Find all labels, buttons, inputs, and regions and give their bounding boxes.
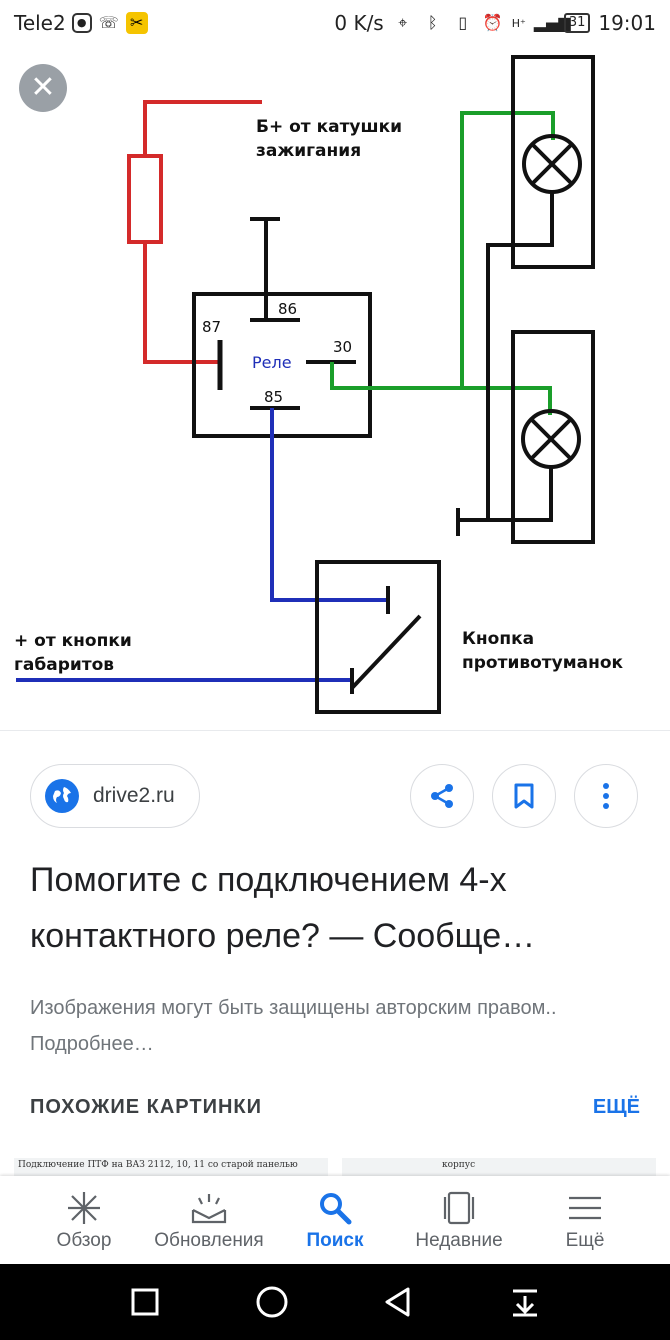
lamp-top bbox=[486, 134, 582, 520]
green-wire bbox=[330, 111, 555, 415]
network-type: H⁺ bbox=[511, 16, 526, 30]
globe-icon bbox=[45, 779, 79, 813]
status-bar: Tele2 ● ☏ ✂ 0 K/s ⌖ ᛒ ▯ ⏰ H⁺ ▂▄▆ 31 19:0… bbox=[0, 0, 670, 46]
menu-icon bbox=[567, 1188, 603, 1228]
search-icon bbox=[317, 1188, 353, 1228]
viber-icon: ☏ bbox=[98, 13, 119, 32]
share-icon bbox=[431, 784, 453, 808]
parking-label-line2: габаритов bbox=[14, 655, 114, 675]
bottom-navigation: Обзор Обновления Поиск Недавние bbox=[0, 1176, 670, 1264]
vibrate-icon: ▯ bbox=[458, 13, 468, 32]
lamp-housing-top bbox=[511, 55, 595, 269]
discover-icon bbox=[66, 1188, 102, 1228]
pin-86-label: 86 bbox=[278, 300, 297, 318]
nav-recent[interactable]: Недавние bbox=[404, 1176, 514, 1264]
alarm-icon: ⏰ bbox=[482, 13, 503, 32]
similar-thumbnail-1[interactable]: Подключение ПТФ на ВАЗ 2112, 10, 11 со с… bbox=[14, 1158, 328, 1178]
nav-more-label: Ещё bbox=[565, 1230, 605, 1251]
more-similar-link[interactable]: ЕЩЁ bbox=[592, 1096, 640, 1118]
nav-discover-label: Обзор bbox=[56, 1230, 112, 1251]
source-domain: drive2.ru bbox=[93, 784, 175, 807]
updates-icon bbox=[189, 1188, 229, 1228]
similar-images-heading: ПОХОЖИЕ КАРТИНКИ bbox=[30, 1096, 262, 1118]
home-button[interactable] bbox=[252, 1282, 292, 1322]
carrier-label: Tele2 bbox=[14, 11, 66, 35]
nav-updates-label: Обновления bbox=[154, 1230, 264, 1251]
notification-pull-button[interactable] bbox=[505, 1282, 545, 1322]
copyright-notice[interactable]: Изображения могут быть защищены авторски… bbox=[30, 997, 557, 1055]
more-options-button[interactable] bbox=[574, 764, 638, 828]
nav-search-label: Поиск bbox=[306, 1230, 364, 1251]
fog-label-line2: противотуманок bbox=[462, 653, 624, 673]
pin-85-label: 85 bbox=[264, 388, 283, 406]
net-speed: 0 K/s bbox=[334, 11, 384, 35]
square-icon bbox=[131, 1288, 159, 1316]
relay-box bbox=[192, 292, 372, 438]
switch-box bbox=[315, 560, 441, 714]
nav-updates[interactable]: Обновления bbox=[144, 1176, 274, 1264]
system-navigation-bar bbox=[0, 1264, 670, 1340]
result-image[interactable]: Б+ от катушки зажигания + от кнопки габа… bbox=[0, 46, 670, 730]
result-title[interactable]: Помогите с подключением 4-х контактного … bbox=[30, 861, 536, 955]
similar-thumbnail-2[interactable]: корпус bbox=[342, 1158, 656, 1178]
ignition-label-line2: зажигания bbox=[256, 141, 361, 161]
ignition-label-line1: Б+ от катушки bbox=[256, 117, 402, 137]
notification-icon: ● bbox=[71, 13, 92, 33]
back-button[interactable] bbox=[378, 1282, 418, 1322]
source-link[interactable]: drive2.ru bbox=[30, 764, 200, 828]
thumbnail-2-caption: корпус bbox=[442, 1160, 476, 1170]
fog-label-line1: Кнопка bbox=[462, 629, 534, 649]
location-icon: ⌖ bbox=[398, 13, 408, 32]
switch-contacts bbox=[350, 586, 422, 694]
pin-30-label: 30 bbox=[333, 338, 352, 356]
close-button[interactable]: ✕ bbox=[19, 64, 67, 112]
overview-button[interactable] bbox=[125, 1282, 165, 1322]
bookmark-button[interactable] bbox=[492, 764, 556, 828]
relay-label: Реле bbox=[252, 353, 292, 372]
relay-wiring-diagram: Б+ от катушки зажигания + от кнопки габа… bbox=[14, 55, 624, 714]
parking-label-line1: + от кнопки bbox=[14, 631, 132, 651]
triangle-back-icon bbox=[385, 1287, 410, 1317]
signal-icon: ▂▄▆ bbox=[533, 13, 571, 32]
circle-icon bbox=[256, 1286, 288, 1318]
lamp-housing-bottom bbox=[511, 330, 595, 544]
pin-86 bbox=[250, 217, 300, 322]
scissors-app-icon: ✂ bbox=[125, 12, 148, 34]
lamp-bottom bbox=[456, 409, 581, 536]
recent-icon bbox=[439, 1188, 479, 1228]
pull-down-icon bbox=[513, 1289, 537, 1317]
nav-discover[interactable]: Обзор bbox=[44, 1176, 124, 1264]
thumbnail-1-caption: Подключение ПТФ на ВАЗ 2112, 10, 11 со с… bbox=[18, 1160, 298, 1170]
divider bbox=[0, 730, 670, 731]
bookmark-icon bbox=[514, 783, 534, 809]
share-button[interactable] bbox=[410, 764, 474, 828]
clock: 19:01 bbox=[598, 11, 656, 35]
more-vert-icon bbox=[603, 783, 609, 809]
nav-search[interactable]: Поиск bbox=[295, 1176, 375, 1264]
nav-recent-label: Недавние bbox=[415, 1230, 503, 1251]
battery-indicator: 31 bbox=[563, 13, 591, 33]
pin-87-label: 87 bbox=[202, 318, 221, 336]
bluetooth-icon: ᛒ bbox=[427, 13, 438, 32]
blue-wire bbox=[16, 408, 388, 682]
close-icon: ✕ bbox=[30, 71, 56, 104]
nav-more[interactable]: Ещё bbox=[545, 1176, 625, 1264]
